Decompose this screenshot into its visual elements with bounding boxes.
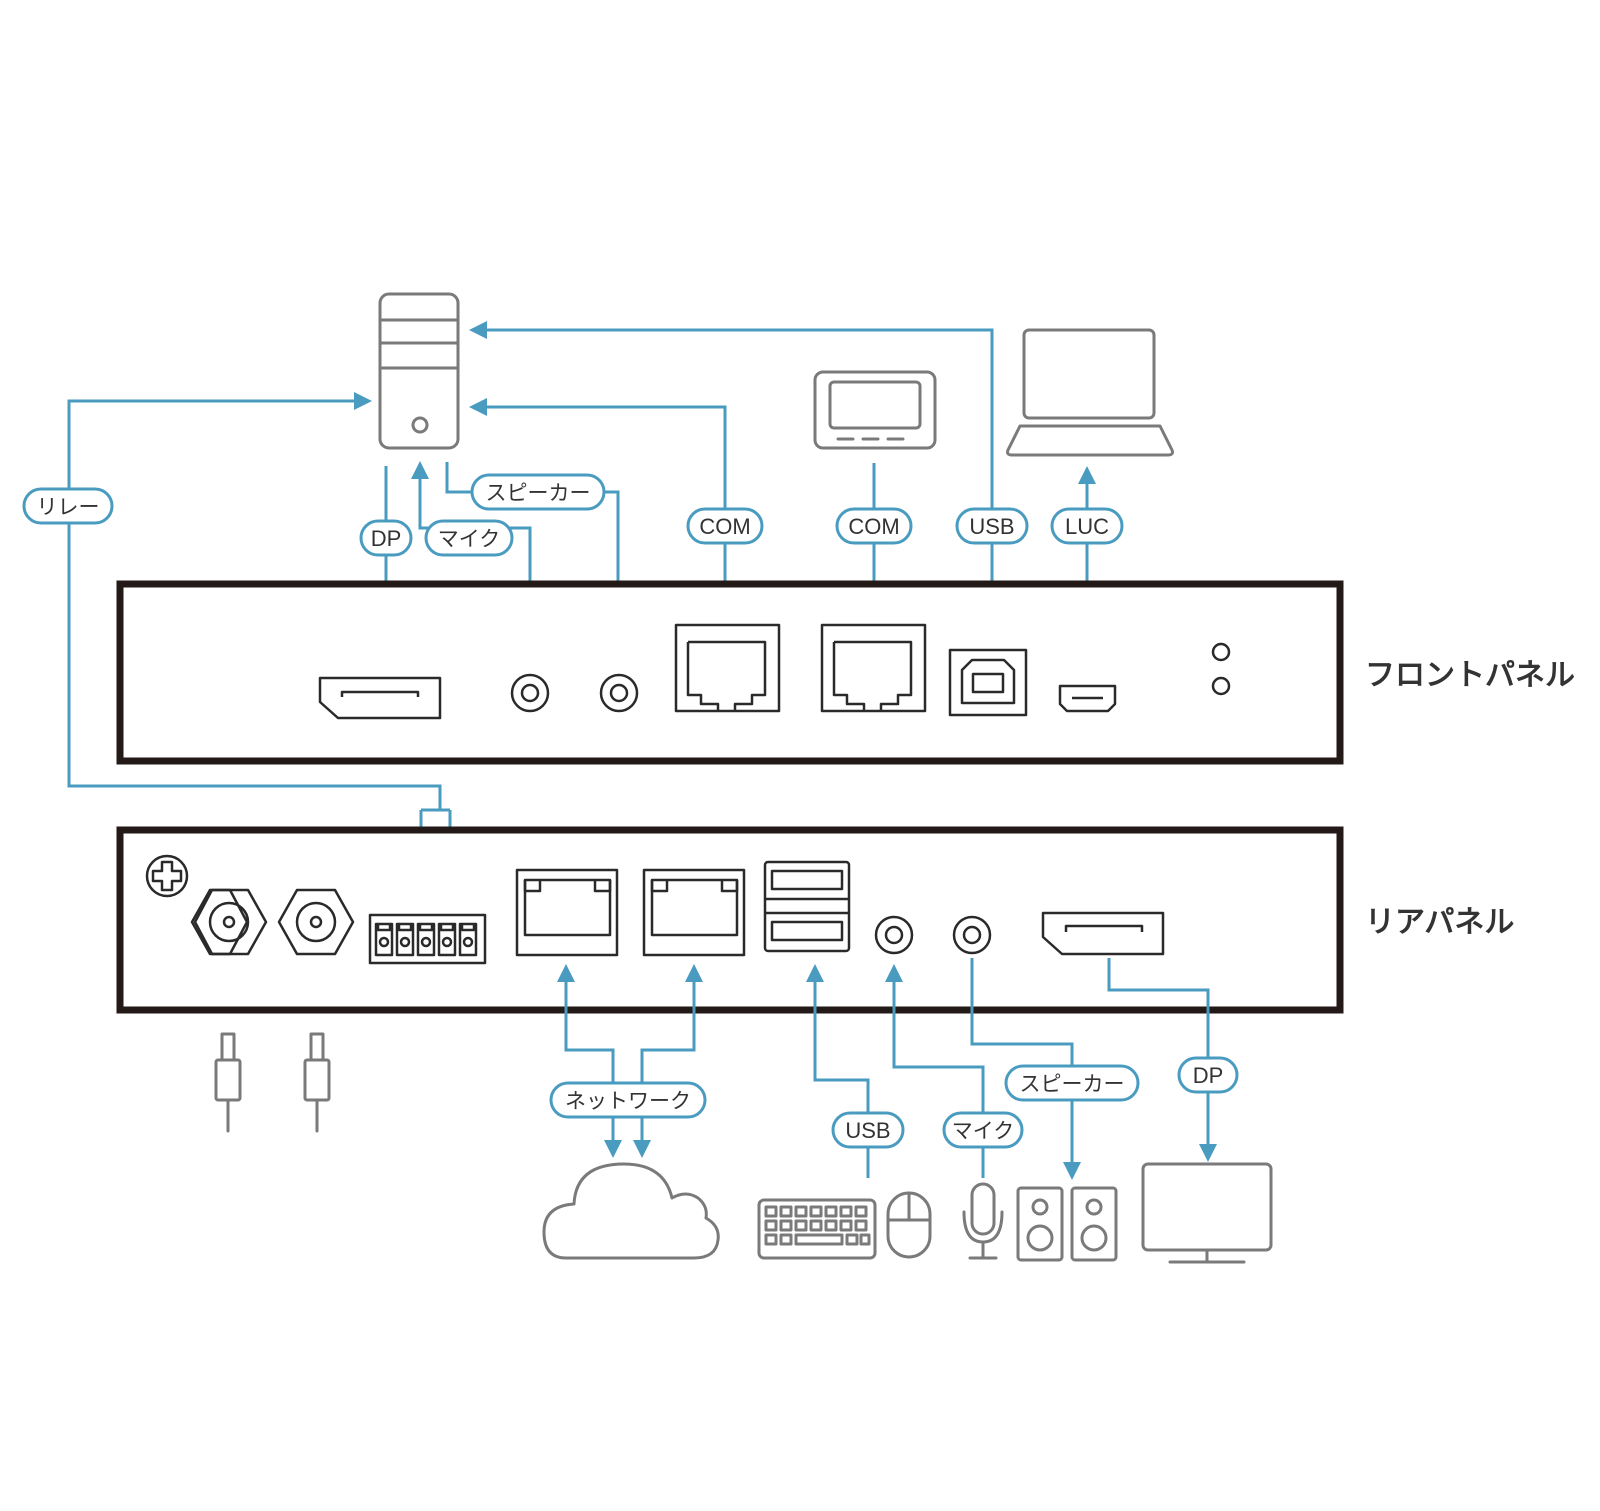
- front-displayport-port: [318, 676, 442, 720]
- label-text: スピーカー: [1020, 1072, 1125, 1096]
- label-front-speaker: スピーカー: [470, 473, 606, 511]
- key: [794, 1219, 808, 1232]
- label-text: マイク: [952, 1119, 1015, 1143]
- rear-lan-port-2: [642, 868, 746, 957]
- terminal-pin: [437, 922, 457, 957]
- label-rear-dp: DP: [1177, 1056, 1239, 1094]
- rear-panel: [116, 826, 1344, 1014]
- front-mini-usb-port: [1058, 684, 1117, 713]
- key: [764, 1205, 778, 1218]
- serial-device-icon: [813, 370, 937, 450]
- antenna-1-icon: [214, 1032, 242, 1133]
- key: [764, 1233, 778, 1246]
- com-to-computer-connection: [469, 398, 727, 618]
- label-rear-network: ネットワーク: [549, 1081, 707, 1119]
- terminal-pin: [416, 922, 436, 957]
- rear-panel-title: リアパネル: [1365, 905, 1514, 940]
- speakers-icon: [1016, 1186, 1118, 1262]
- spacebar-key: [794, 1233, 844, 1246]
- key: [779, 1205, 793, 1218]
- front-panel: [116, 580, 1344, 765]
- key: [854, 1219, 868, 1232]
- key: [809, 1205, 823, 1218]
- label-text: ネットワーク: [565, 1089, 691, 1113]
- key: [859, 1233, 871, 1246]
- antenna-connector-2: [277, 888, 355, 956]
- label-front-com-device: COM: [835, 507, 913, 545]
- label-text: COM: [699, 514, 750, 539]
- terminal-pin: [458, 922, 478, 957]
- front-com-port-1: [674, 623, 781, 713]
- monitor-icon: [1141, 1162, 1273, 1264]
- laptop-icon: [1006, 328, 1174, 457]
- rear-lan-port-1: [515, 868, 619, 957]
- key: [824, 1205, 838, 1218]
- keyboard-icon: [757, 1198, 877, 1260]
- label-text: COM: [848, 514, 899, 539]
- label-text: USB: [969, 514, 1014, 539]
- key: [779, 1219, 793, 1232]
- label-rear-mic: マイク: [942, 1111, 1024, 1149]
- label-front-usb: USB: [955, 507, 1029, 545]
- key: [845, 1233, 859, 1246]
- label-front-dp: DP: [359, 519, 413, 557]
- key: [779, 1233, 793, 1246]
- key: [764, 1219, 778, 1232]
- label-text: マイク: [438, 527, 501, 551]
- label-relay: リレー: [22, 487, 114, 525]
- label-text: DP: [1193, 1063, 1224, 1088]
- microphone-icon: [962, 1182, 1004, 1260]
- key: [839, 1205, 853, 1218]
- rear-mic-jack: [874, 915, 914, 955]
- key: [794, 1205, 808, 1218]
- key: [854, 1205, 868, 1218]
- relay-terminal-block: [368, 913, 487, 965]
- cloud-network-icon: [542, 1162, 720, 1260]
- front-panel-title: フロントパネル: [1365, 658, 1575, 693]
- front-mic-jack: [510, 673, 550, 713]
- label-text: LUC: [1065, 514, 1109, 539]
- front-speaker-jack: [599, 673, 639, 713]
- rear-usb-a-ports: [763, 860, 851, 953]
- terminal-pin: [374, 922, 394, 957]
- label-text: DP: [371, 526, 402, 551]
- rear-speaker-jack: [952, 915, 992, 955]
- front-com-port-2: [820, 623, 927, 713]
- label-front-luc: LUC: [1050, 507, 1124, 545]
- mouse-icon: [886, 1191, 932, 1259]
- key: [809, 1219, 823, 1232]
- label-rear-usb: USB: [831, 1111, 905, 1149]
- rear-speaker-connection: [970, 958, 1081, 1180]
- label-rear-speaker: スピーカー: [1004, 1064, 1140, 1102]
- front-led-indicators: [1211, 642, 1231, 696]
- label-text: スピーカー: [486, 481, 591, 505]
- antenna-connector-1: [190, 888, 268, 956]
- antenna-2-icon: [303, 1032, 331, 1133]
- grounding-screw-icon: [145, 854, 189, 898]
- label-front-com-pc: COM: [686, 507, 764, 545]
- label-text: USB: [845, 1118, 890, 1143]
- terminal-pin: [395, 922, 415, 957]
- key: [824, 1219, 838, 1232]
- label-front-mic: マイク: [424, 519, 514, 557]
- computer-tower-icon: [378, 292, 460, 450]
- rear-displayport-port: [1041, 911, 1165, 956]
- label-text: リレー: [37, 495, 100, 519]
- front-usb-b-port: [948, 648, 1028, 717]
- key: [839, 1219, 853, 1232]
